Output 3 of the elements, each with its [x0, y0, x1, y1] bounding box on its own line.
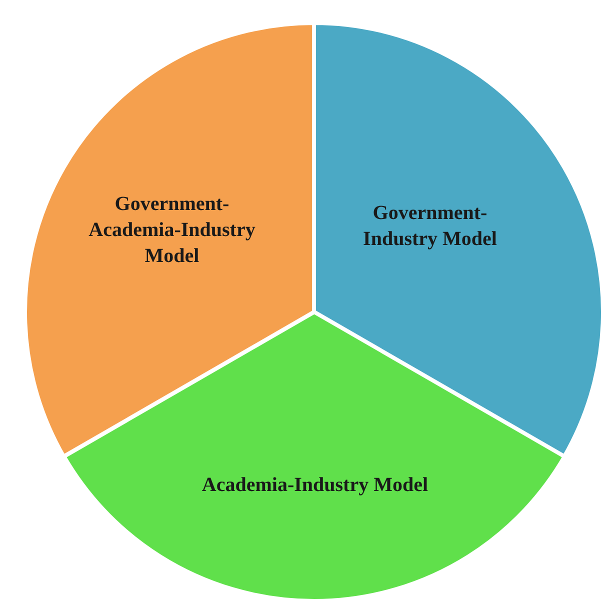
slice-label: Government-Industry Model — [362, 201, 498, 252]
slice-label: Academia-Industry Model — [200, 473, 430, 498]
slice-label: Government-Academia-Industry Model — [88, 192, 256, 269]
